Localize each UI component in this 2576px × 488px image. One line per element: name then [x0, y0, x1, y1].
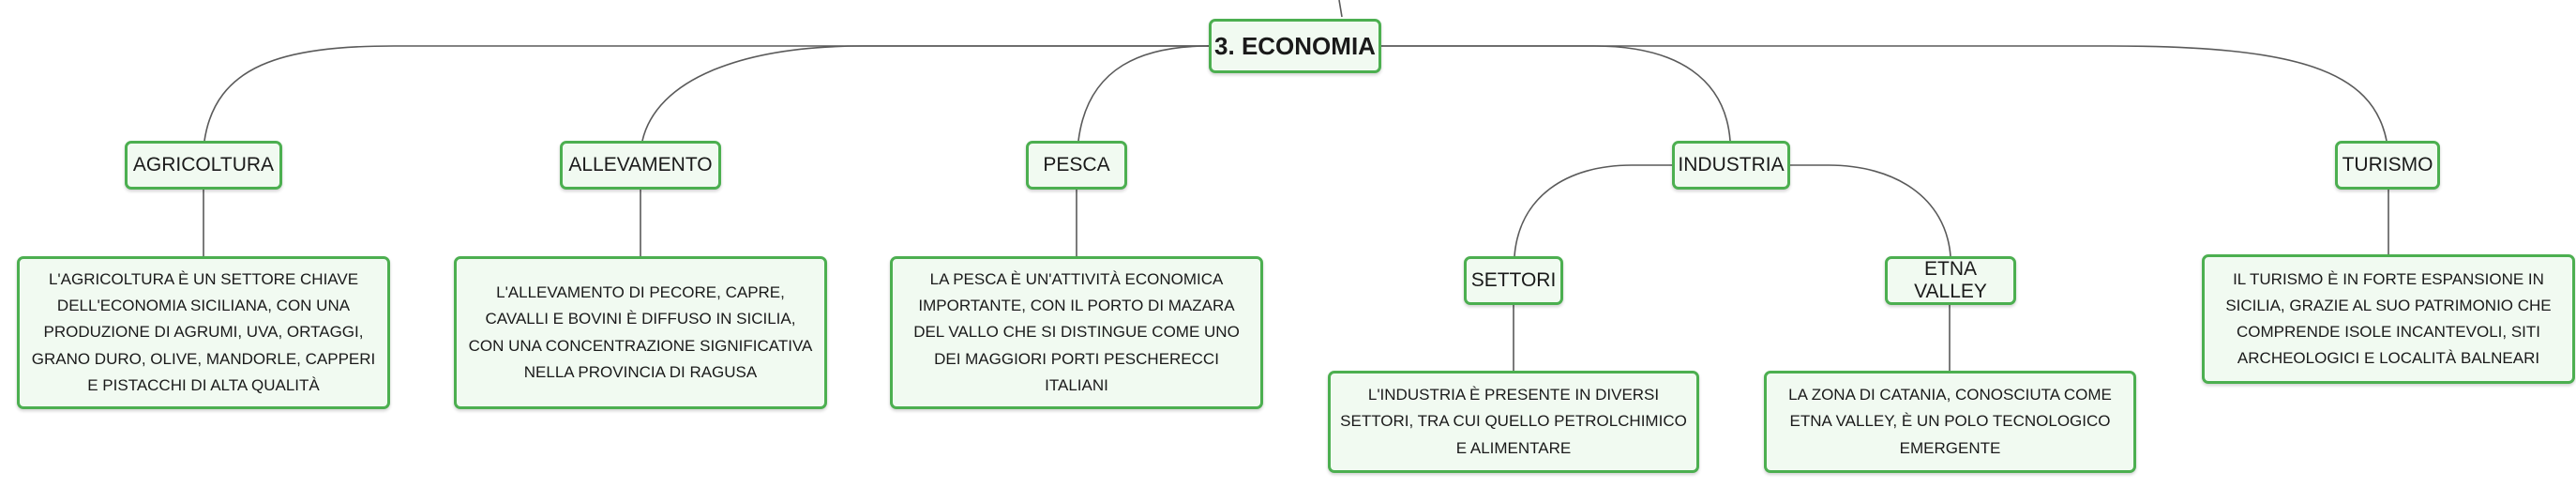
topic-allevamento-label: ALLEVAMENTO	[568, 154, 713, 175]
connector-root-pesca	[1077, 45, 1210, 142]
desc-allevamento-text: L'ALLEVAMENTO DI PECORE, CAPRE, CAVALLI …	[468, 283, 813, 381]
topic-agricoltura-label: AGRICOLTURA	[132, 154, 275, 175]
connector-root-industria	[1381, 45, 1731, 142]
desc-etna-valley[interactable]: LA ZONA DI CATANIA, CONOSCIUTA COME ETNA…	[1764, 371, 2136, 473]
desc-settori[interactable]: L'INDUSTRIA È PRESENTE IN DIVERSI SETTOR…	[1328, 371, 1699, 473]
connector-root-agricoltura	[203, 45, 1209, 142]
topic-turismo-label: TURISMO	[2342, 154, 2433, 175]
root-label: 3. ECONOMIA	[1214, 31, 1376, 60]
desc-pesca-text: LA PESCA È UN'ATTIVITÀ ECONOMICA IMPORTA…	[913, 270, 1240, 394]
desc-turismo[interactable]: IL TURISMO È IN FORTE ESPANSIONE IN SICI…	[2202, 254, 2575, 384]
desc-agricoltura-text: L'AGRICOLTURA È UN SETTORE CHIAVE DELL'E…	[31, 270, 376, 394]
connector-root-allevamento	[641, 45, 1209, 142]
topic-allevamento[interactable]: ALLEVAMENTO	[560, 141, 721, 190]
connector-industria-settori	[1514, 164, 1672, 257]
topic-pesca[interactable]: PESCA	[1026, 141, 1127, 190]
subtopic-etna-valley[interactable]: ETNA VALLEY	[1885, 256, 2016, 305]
topic-pesca-label: PESCA	[1043, 154, 1110, 175]
connector-industria-etna	[1790, 164, 1951, 257]
connector-parent	[1338, 0, 1343, 18]
desc-allevamento[interactable]: L'ALLEVAMENTO DI PECORE, CAPRE, CAVALLI …	[454, 256, 827, 409]
desc-pesca[interactable]: LA PESCA È UN'ATTIVITÀ ECONOMICA IMPORTA…	[890, 256, 1263, 409]
topic-agricoltura[interactable]: AGRICOLTURA	[125, 141, 282, 190]
topic-industria[interactable]: INDUSTRIA	[1672, 141, 1790, 190]
topic-industria-label: INDUSTRIA	[1678, 154, 1785, 175]
subtopic-settori[interactable]: SETTORI	[1464, 256, 1563, 305]
topic-turismo[interactable]: TURISMO	[2335, 141, 2440, 190]
desc-etna-valley-text: LA ZONA DI CATANIA, CONOSCIUTA COME ETNA…	[1788, 386, 2112, 457]
desc-turismo-text: IL TURISMO È IN FORTE ESPANSIONE IN SICI…	[2225, 269, 2552, 368]
connector-root-turismo	[1381, 45, 2388, 142]
desc-settori-text: L'INDUSTRIA È PRESENTE IN DIVERSI SETTOR…	[1340, 386, 1687, 457]
root-node-economia[interactable]: 3. ECONOMIA	[1209, 19, 1381, 73]
desc-agricoltura[interactable]: L'AGRICOLTURA È UN SETTORE CHIAVE DELL'E…	[17, 256, 390, 409]
subtopic-settori-label: SETTORI	[1470, 269, 1557, 291]
subtopic-etna-valley-label: ETNA VALLEY	[1914, 258, 1987, 302]
